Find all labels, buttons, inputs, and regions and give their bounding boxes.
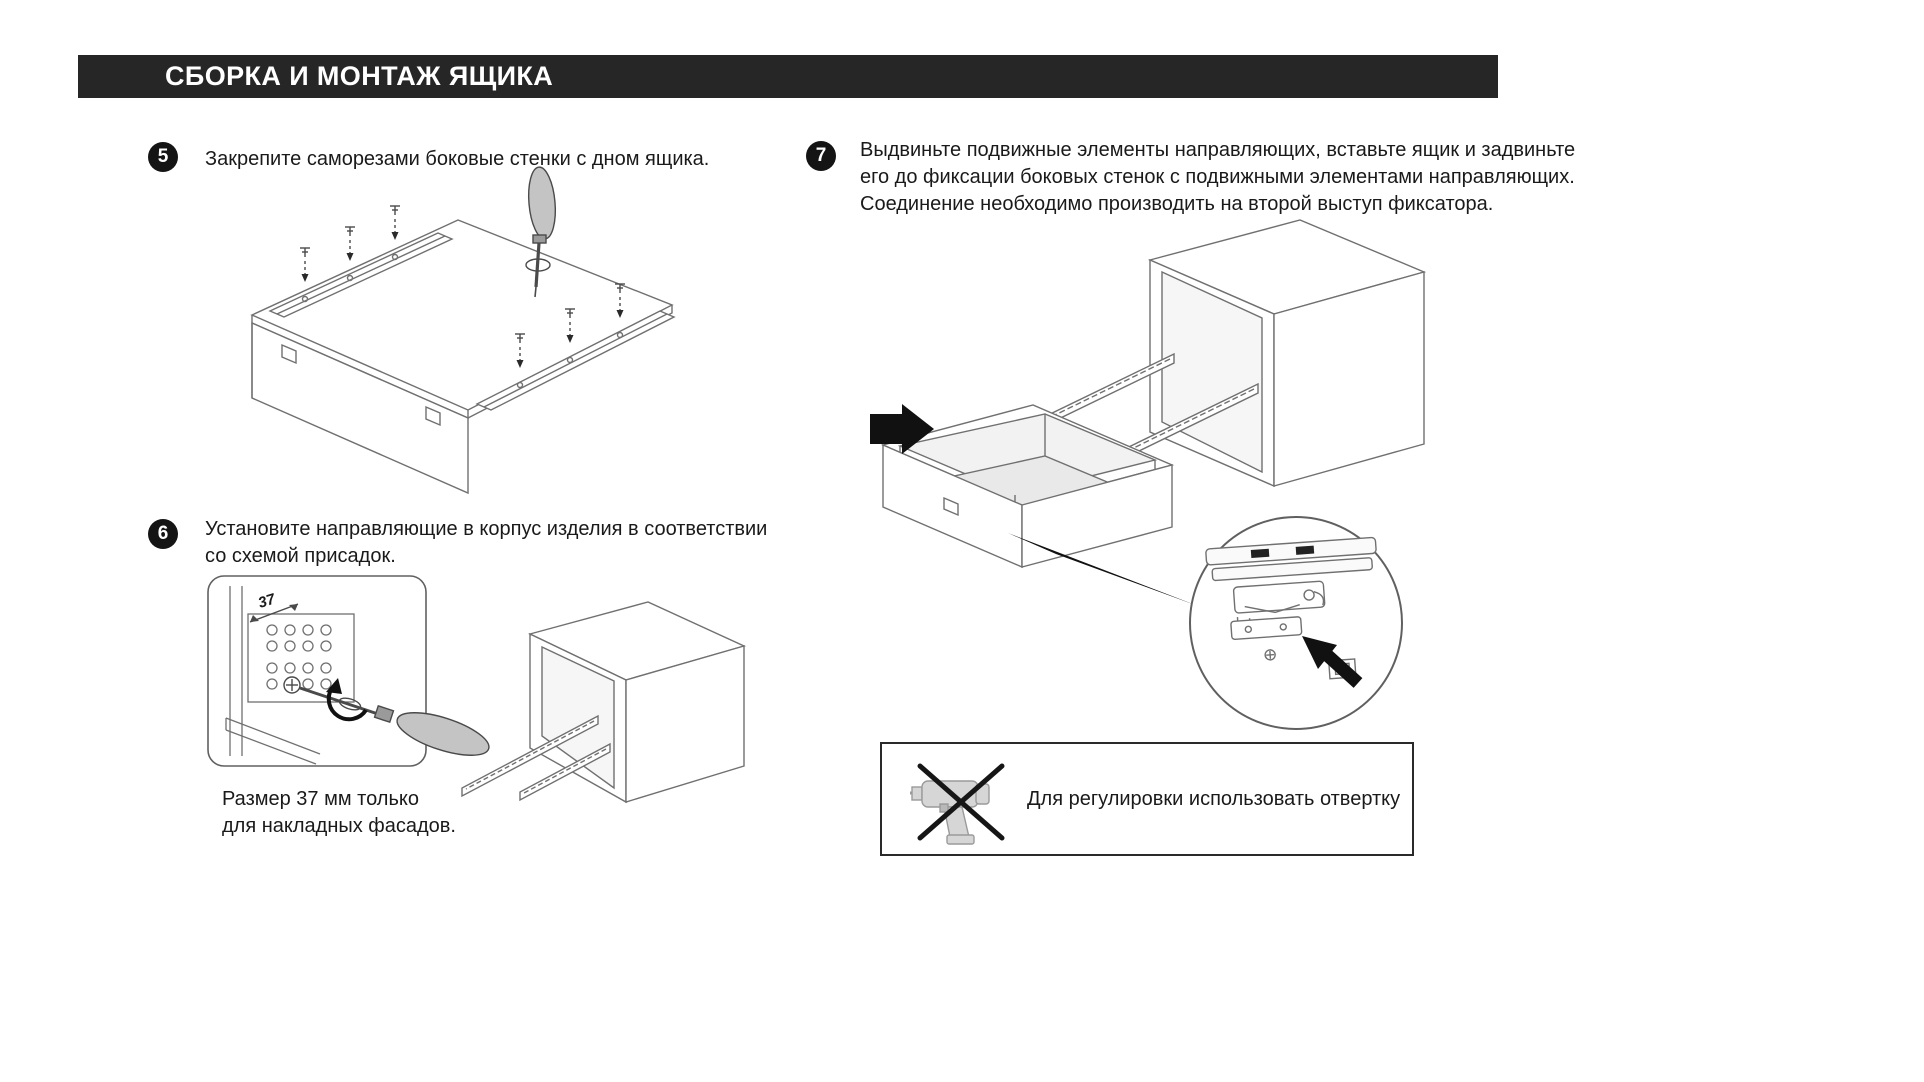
step5-illustration	[250, 166, 676, 495]
drawer-drawing	[880, 404, 1175, 569]
cabinet-drawing	[1012, 219, 1427, 488]
step5-number: 5	[157, 146, 169, 167]
detail-circle	[1189, 516, 1403, 730]
step7-badge: 7	[806, 141, 836, 171]
step7-number: 7	[815, 145, 827, 166]
step6-badge: 6	[148, 519, 178, 549]
latch-arrow-shaft	[1321, 649, 1363, 688]
step6-caption: Размер 37 мм только для накладных фасадо…	[222, 788, 456, 837]
step6-number: 6	[157, 523, 169, 544]
insert-arrow-icon	[870, 404, 934, 454]
step7-text: Выдвиньте подвижные элементы направляющи…	[860, 139, 1576, 215]
prohibited-cross-icon	[917, 763, 1005, 841]
no-drill-icon	[910, 763, 1005, 845]
cabinet-drawing	[461, 601, 747, 804]
header-bar: СБОРКА И МОНТАЖ ЯЩИКА	[78, 55, 1498, 98]
drawer-bottom-drawing	[250, 219, 676, 495]
step7-illustration	[870, 219, 1427, 730]
step6-text: Установите направляющие в корпус изделия…	[205, 518, 768, 567]
step6-illustration: 37	[207, 575, 747, 804]
detail-pointer-wedge	[1008, 533, 1198, 606]
note-box: Для регулировки использовать отвертку	[880, 742, 1414, 856]
dimension-37: 37	[249, 590, 299, 623]
note-text: Для регулировки использовать отвертку	[1027, 787, 1401, 810]
step5-text: Закрепите саморезами боковые стенки с дн…	[205, 148, 710, 170]
screwdriver-icon	[525, 166, 557, 298]
screw-and-screwdriver	[283, 676, 490, 756]
page-title: СБОРКА И МОНТАЖ ЯЩИКА	[165, 61, 554, 91]
step5-badge: 5	[148, 142, 178, 172]
latch-arrow-icon	[1302, 636, 1337, 669]
dimension-label: 37	[256, 590, 278, 611]
